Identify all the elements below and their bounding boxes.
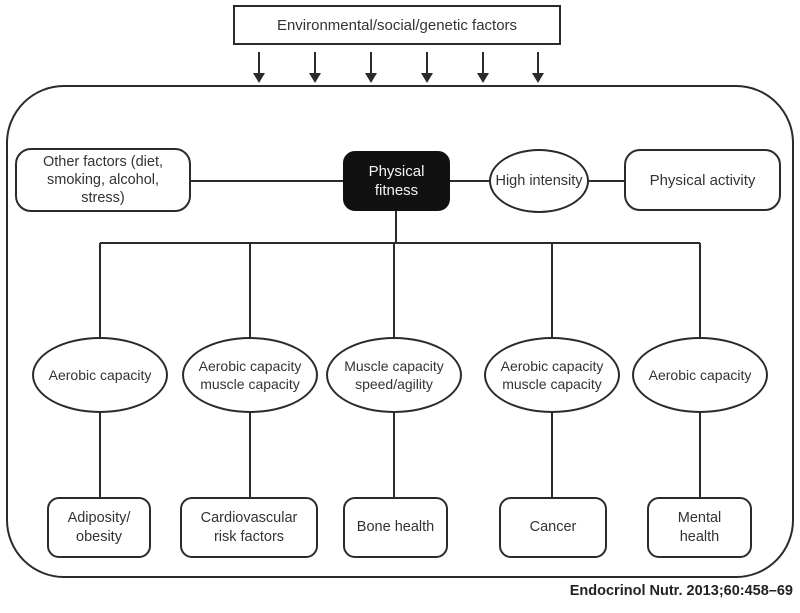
outcome-box-bone-health: Bone health (343, 497, 448, 558)
connector-line (589, 180, 624, 182)
connector-line (551, 412, 553, 498)
arrow-head (532, 73, 544, 83)
down-arrow-icon (365, 52, 377, 83)
arrow-shaft (537, 52, 539, 74)
arrow-head (421, 73, 433, 83)
capacity-ellipse: Aerobic capacity (632, 337, 768, 413)
capacity-ellipse: Aerobic capacity (32, 337, 168, 413)
branch-bar-line (100, 242, 700, 244)
arrow-shaft (314, 52, 316, 74)
capacity-label: Aerobic capacity (48, 366, 152, 383)
connector-line (249, 243, 251, 337)
outcome-box-cardiovascular: Cardiovascular risk factors (180, 497, 318, 558)
connector-line (249, 412, 251, 498)
arrow-shaft (426, 52, 428, 74)
connector-line (191, 180, 343, 182)
connector-line (395, 211, 397, 243)
outcome-label: Mental health (677, 509, 722, 545)
outcome-box-adiposity: Adiposity/ obesity (47, 497, 151, 558)
arrow-head (309, 73, 321, 83)
citation: Endocrinol Nutr. 2013;60:458–69 (569, 583, 793, 599)
down-arrow-icon (253, 52, 265, 83)
down-arrow-icon (477, 52, 489, 83)
outcome-label: Adiposity/ obesity (67, 509, 131, 545)
arrow-shaft (482, 52, 484, 74)
connector-line (699, 243, 701, 337)
outcome-label: Cardiovascular risk factors (200, 509, 298, 545)
down-arrow-icon (309, 52, 321, 83)
connector-line (551, 243, 553, 337)
connector-line (393, 412, 395, 498)
capacity-label: Aerobic capacity muscle capacity (500, 357, 604, 392)
outcome-label: Bone health (356, 519, 435, 536)
other-factors-box: Other factors (diet, smoking, alcohol, s… (15, 148, 191, 212)
down-arrow-icon (421, 52, 433, 83)
arrow-head (253, 73, 265, 83)
capacity-ellipse: Aerobic capacity muscle capacity (484, 337, 620, 413)
outcome-box-mental-health: Mental health (647, 497, 752, 558)
connector-line (699, 412, 701, 498)
arrow-shaft (258, 52, 260, 74)
down-arrow-icon (532, 52, 544, 83)
high-intensity-ellipse: High intensity (489, 149, 589, 213)
connector-line (99, 412, 101, 498)
arrow-head (365, 73, 377, 83)
environmental-factors-box: Environmental/social/genetic factors (233, 5, 561, 45)
connector-line (393, 243, 395, 337)
capacity-ellipse: Muscle capacity speed/agility (326, 337, 462, 413)
arrow-shaft (370, 52, 372, 74)
connector-line (450, 180, 489, 182)
environmental-factors-label: Environmental/social/genetic factors (276, 16, 518, 34)
physical-fitness-box: Physical fitness (343, 151, 450, 211)
outcome-label: Cancer (529, 519, 577, 536)
outer-boundary (6, 85, 794, 578)
physical-activity-box: Physical activity (624, 149, 781, 211)
physical-activity-label: Physical activity (649, 171, 756, 189)
other-factors-label: Other factors (diet, smoking, alcohol, s… (42, 153, 164, 207)
connector-line (99, 243, 101, 337)
capacity-label: Muscle capacity speed/agility (344, 357, 444, 392)
arrow-head (477, 73, 489, 83)
capacity-ellipse: Aerobic capacity muscle capacity (182, 337, 318, 413)
physical-fitness-label: Physical fitness (368, 162, 425, 200)
capacity-label: Aerobic capacity (648, 366, 752, 383)
outcome-box-cancer: Cancer (499, 497, 607, 558)
capacity-label: Aerobic capacity muscle capacity (198, 357, 302, 392)
high-intensity-label: High intensity (495, 173, 583, 189)
